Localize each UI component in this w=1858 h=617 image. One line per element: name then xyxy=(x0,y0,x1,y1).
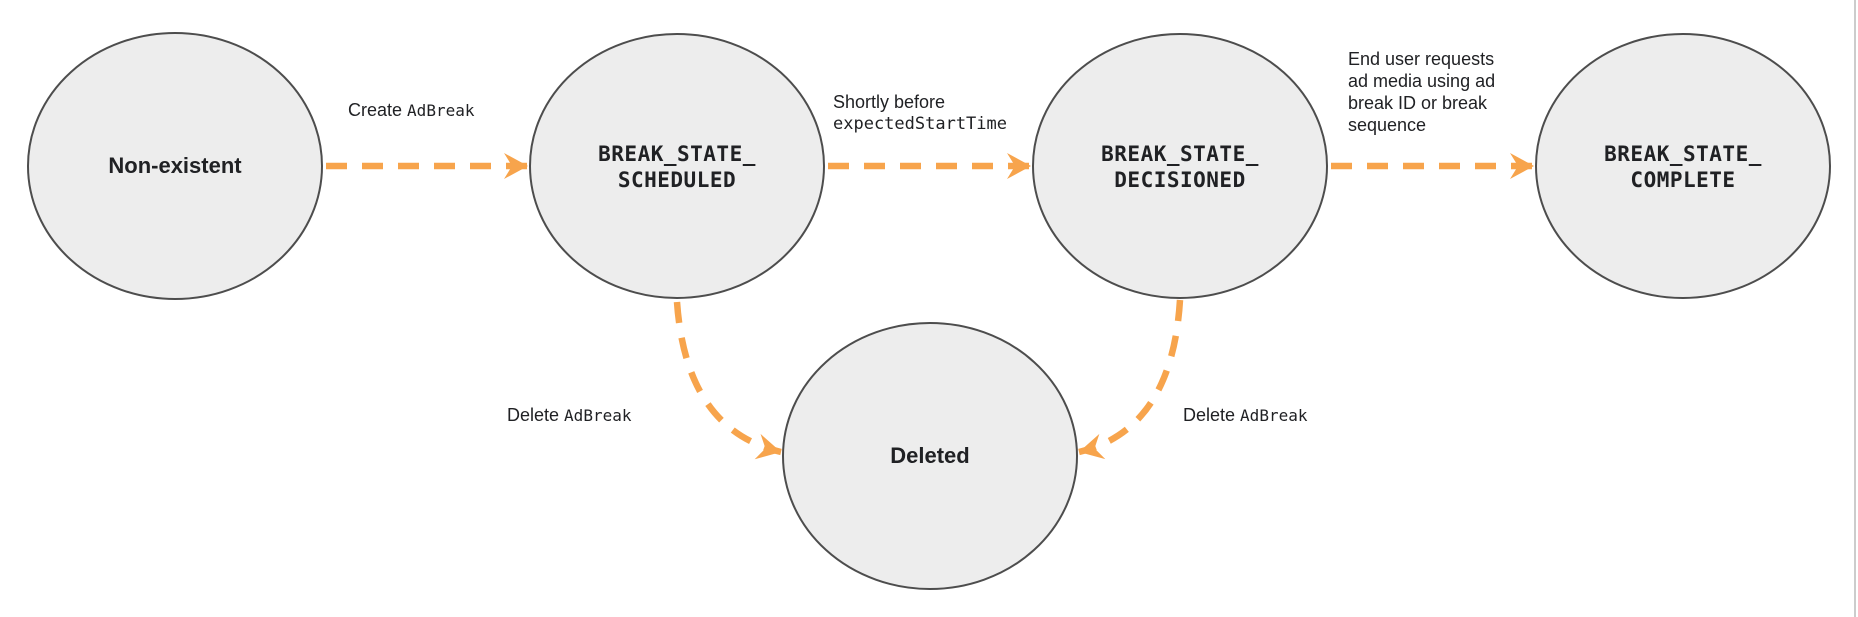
node-break-state-complete xyxy=(1535,33,1831,299)
node-non-existent xyxy=(27,32,323,300)
edge-label-delete-adbreak-right: Delete AdBreak xyxy=(1183,404,1307,427)
edge-label-text: sequence xyxy=(1348,115,1427,135)
node-label-line: COMPLETE xyxy=(1630,168,1736,192)
edge-label-shortly-before: Shortly before expectedStartTime xyxy=(833,91,1007,135)
node-deleted xyxy=(782,322,1078,590)
edge-label-create-adbreak: Create AdBreak xyxy=(348,99,474,122)
edge-label-code: AdBreak xyxy=(564,406,632,425)
edge-label-text: Create xyxy=(348,100,403,120)
node-label-break-state-decisioned: BREAK_STATE_ DECISIONED xyxy=(1101,141,1259,193)
edge-label-text: End user requests xyxy=(1348,49,1495,69)
edge-label-code: AdBreak xyxy=(407,101,475,120)
edge-label-delete-adbreak-left: Delete AdBreak xyxy=(507,404,631,427)
node-label-non-existent: Non-existent xyxy=(108,153,242,178)
node-label-line: SCHEDULED xyxy=(617,168,737,192)
edge-label-text: break ID or break xyxy=(1348,93,1488,113)
node-label-break-state-scheduled: BREAK_STATE_ SCHEDULED xyxy=(598,141,756,193)
node-label-line: BREAK_STATE_ xyxy=(598,142,756,166)
edge-label-text: Delete xyxy=(1183,405,1236,425)
node-label-line: BREAK_STATE_ xyxy=(1101,142,1259,166)
node-label-line: BREAK_STATE_ xyxy=(1604,142,1762,166)
node-label-deleted: Deleted xyxy=(890,443,970,468)
right-border-line xyxy=(1854,0,1856,617)
edge-label-text: Delete xyxy=(507,405,560,425)
node-break-state-scheduled xyxy=(529,33,825,299)
node-break-state-decisioned xyxy=(1032,33,1328,299)
node-label-line: DECISIONED xyxy=(1114,168,1246,192)
edge-label-code: AdBreak xyxy=(1240,406,1308,425)
edge-delete-from-scheduled-arrow xyxy=(673,301,782,460)
edge-label-end-user-request: End user requests ad media using ad brea… xyxy=(1348,48,1495,136)
edge-label-code: expectedStartTime xyxy=(833,114,1007,134)
node-label-break-state-complete: BREAK_STATE_ COMPLETE xyxy=(1604,141,1762,193)
edge-label-text: ad media using ad xyxy=(1348,71,1496,91)
edge-label-text: Shortly before xyxy=(833,92,946,112)
edge-delete-from-decisioned-arrow xyxy=(1078,299,1184,460)
